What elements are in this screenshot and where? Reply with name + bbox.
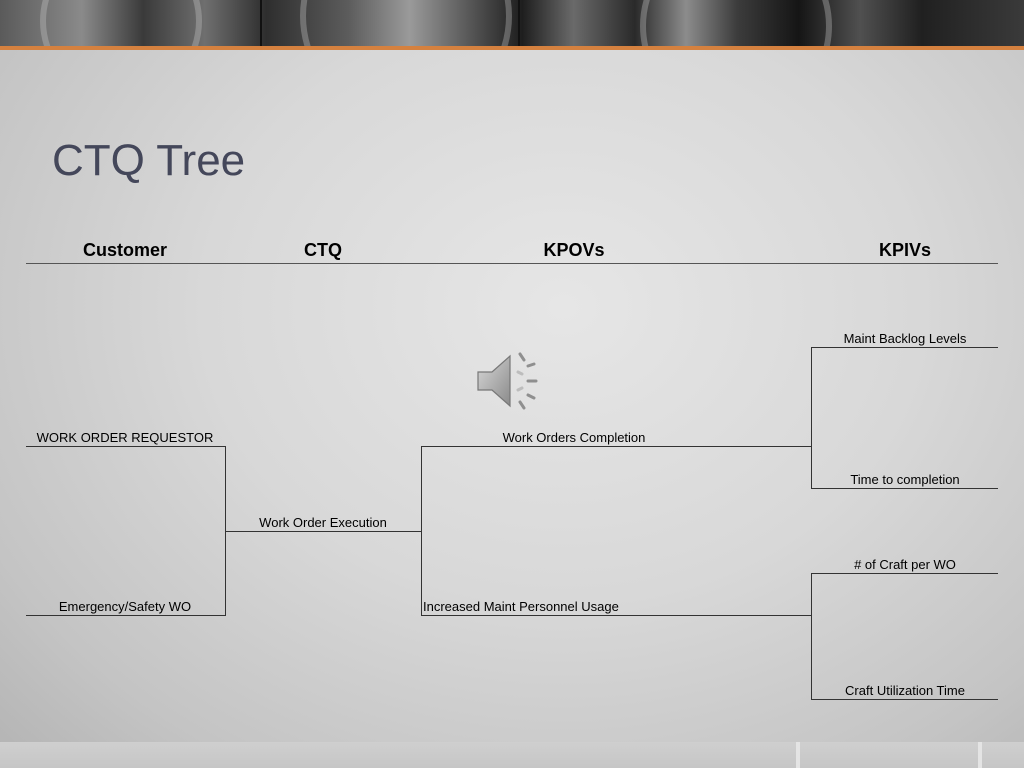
kpiv-node-craft-utilization-time: Craft Utilization Time — [845, 683, 965, 698]
kpov-node-increased-maint-personnel: Increased Maint Personnel Usage — [423, 599, 619, 614]
column-header-kpovs: KPOVs — [543, 240, 605, 260]
kpiv-node-craft-per-wo: # of Craft per WO — [854, 557, 956, 572]
kpiv-node-maint-backlog-levels: Maint Backlog Levels — [843, 331, 967, 346]
kpiv-node-time-to-completion: Time to completion — [850, 472, 960, 487]
column-header-customer: Customer — [82, 240, 168, 260]
speaker-icon[interactable] — [474, 348, 546, 414]
column-header-kpivs: KPIVs — [878, 240, 932, 260]
slide-title: CTQ Tree — [52, 136, 246, 185]
accent-bar — [0, 46, 1024, 50]
header-banner-image — [0, 0, 1024, 46]
customer-node-emergency-safety: Emergency/Safety WO — [58, 599, 192, 614]
kpov-node-work-orders-completion: Work Orders Completion — [502, 430, 646, 445]
column-header-ctq: CTQ — [304, 240, 342, 260]
ctq-node-work-order-execution: Work Order Execution — [259, 515, 387, 530]
footer-strip — [0, 742, 1024, 768]
customer-node-work-order-requestor: WORK ORDER REQUESTOR — [36, 430, 214, 445]
header-rule — [26, 263, 998, 264]
